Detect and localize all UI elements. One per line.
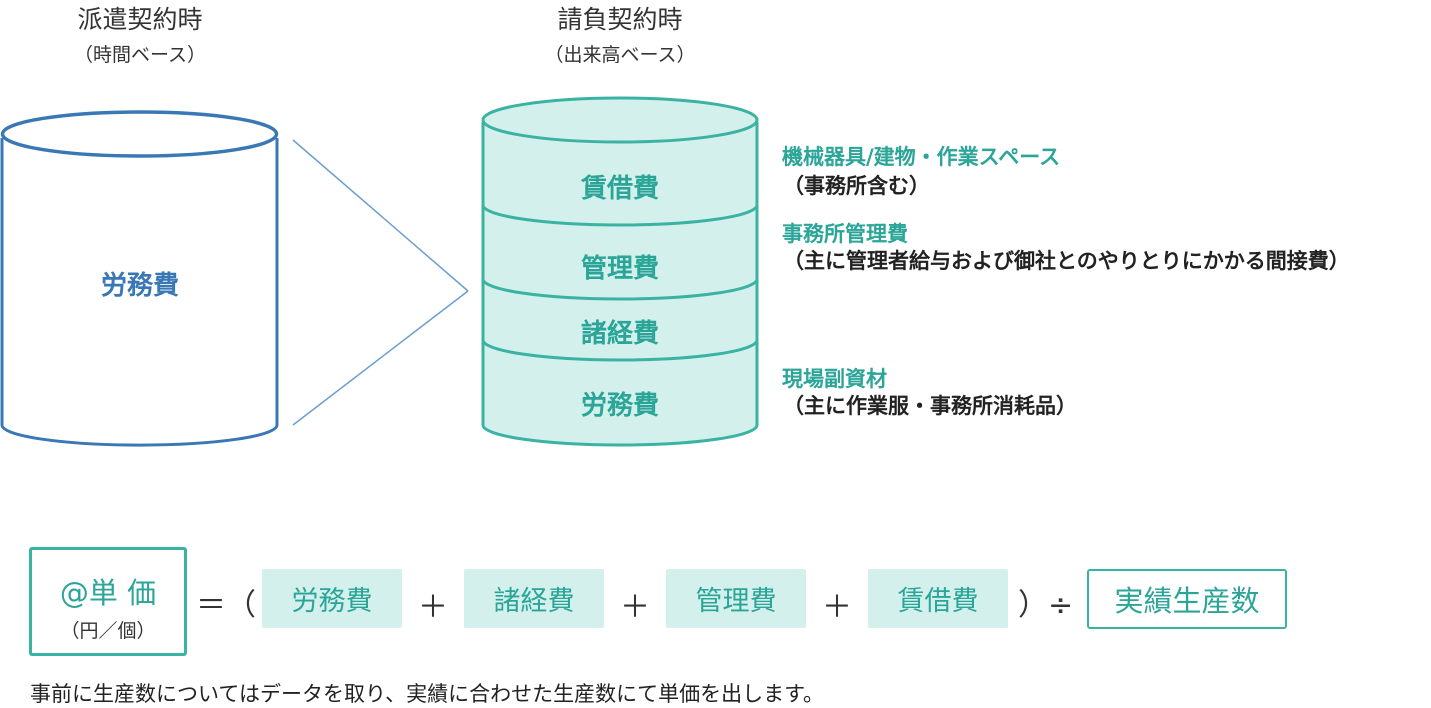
annotation-rent-head: 機械器具/建物・作業スペース [782,145,1061,169]
annotation-misc-sub: （主に作業服・事務所消耗品） [783,394,1077,418]
term-labor: 労務費 [262,569,402,628]
plus-sign: ＋ [822,590,852,625]
equals-open-paren: ＝（ [196,588,256,623]
segment-label-misc: 諸経費 [581,318,659,349]
right-subtitle: （出来高ベース） [544,44,696,66]
term-misc: 諸経費 [464,569,604,628]
segment-label-rent: 賃借費 [580,174,659,204]
right-title: 請負契約時 [557,5,683,34]
left-cylinder-label: 労務費 [101,271,179,301]
term-management: 管理費 [666,569,806,628]
segment-divider [481,278,759,301]
connector-line-top [292,139,469,292]
annotation-management-head: 事務所管理費 [782,222,908,246]
left-subtitle: （時間ベース） [73,44,207,66]
annotation-misc-head: 現場副資材 [782,367,887,391]
annotation-rent-sub: （事務所含む） [783,174,930,198]
segment-label-labor: 労務費 [581,391,659,421]
unit-price-label: @単 価 [59,576,157,610]
annotation-management-sub: （主に管理者給与および御社とのやりとりにかかる間接費） [783,249,1350,273]
segment-label-management: 管理費 [581,254,659,284]
unit-price-box: @単 価 （円／個） [29,547,187,656]
segment-divider [481,204,759,227]
term-rent: 賃借費 [868,569,1008,628]
close-paren-divide: ）÷ [1018,588,1074,623]
cylinder-diagram: 労務費 賃借費 管理費 諸経費 労務費 [0,96,759,447]
footnote: 事前に生産数についてはデータを取り、実績に合わせた生産数にて単価を出します。 [30,682,825,706]
segment-divider [481,339,759,362]
plus-sign: ＋ [418,590,448,625]
unit-price-unit: （円／個） [60,620,156,642]
right-cylinder: 賃借費 管理費 諸経費 労務費 [481,96,759,447]
plus-sign: ＋ [620,590,650,625]
connector-line-bottom [292,290,469,426]
left-title: 派遣契約時 [77,5,203,34]
actual-production-box: 実績生産数 [1087,569,1287,629]
left-cylinder: 労務費 [0,110,279,447]
